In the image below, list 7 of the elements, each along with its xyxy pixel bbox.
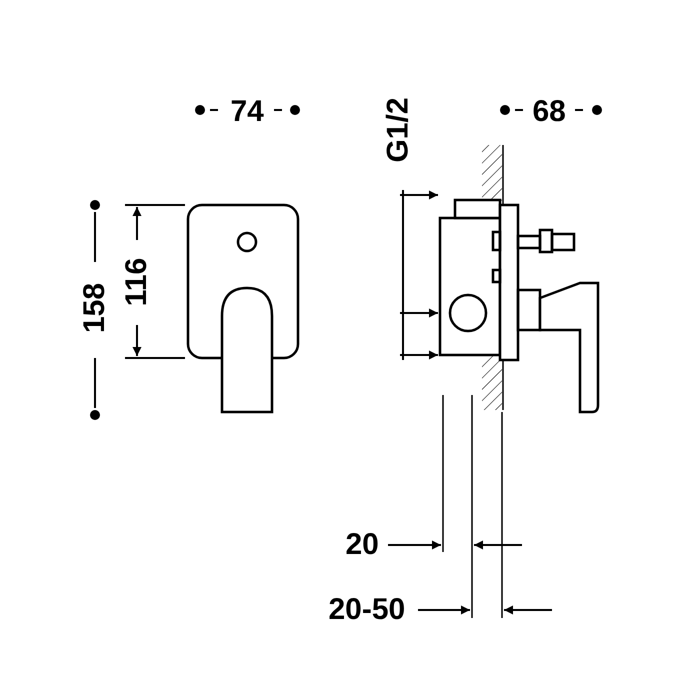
dimension-label: 68 xyxy=(532,97,566,127)
thread-size-label: G1/2 xyxy=(383,97,414,163)
dimension-label: 74 xyxy=(230,97,264,127)
dimension-label: 158 xyxy=(80,282,110,334)
dimension-label: 116 xyxy=(122,258,152,306)
dimension-label: 20 xyxy=(346,530,379,560)
dimension-label: 20-50 xyxy=(328,595,406,625)
